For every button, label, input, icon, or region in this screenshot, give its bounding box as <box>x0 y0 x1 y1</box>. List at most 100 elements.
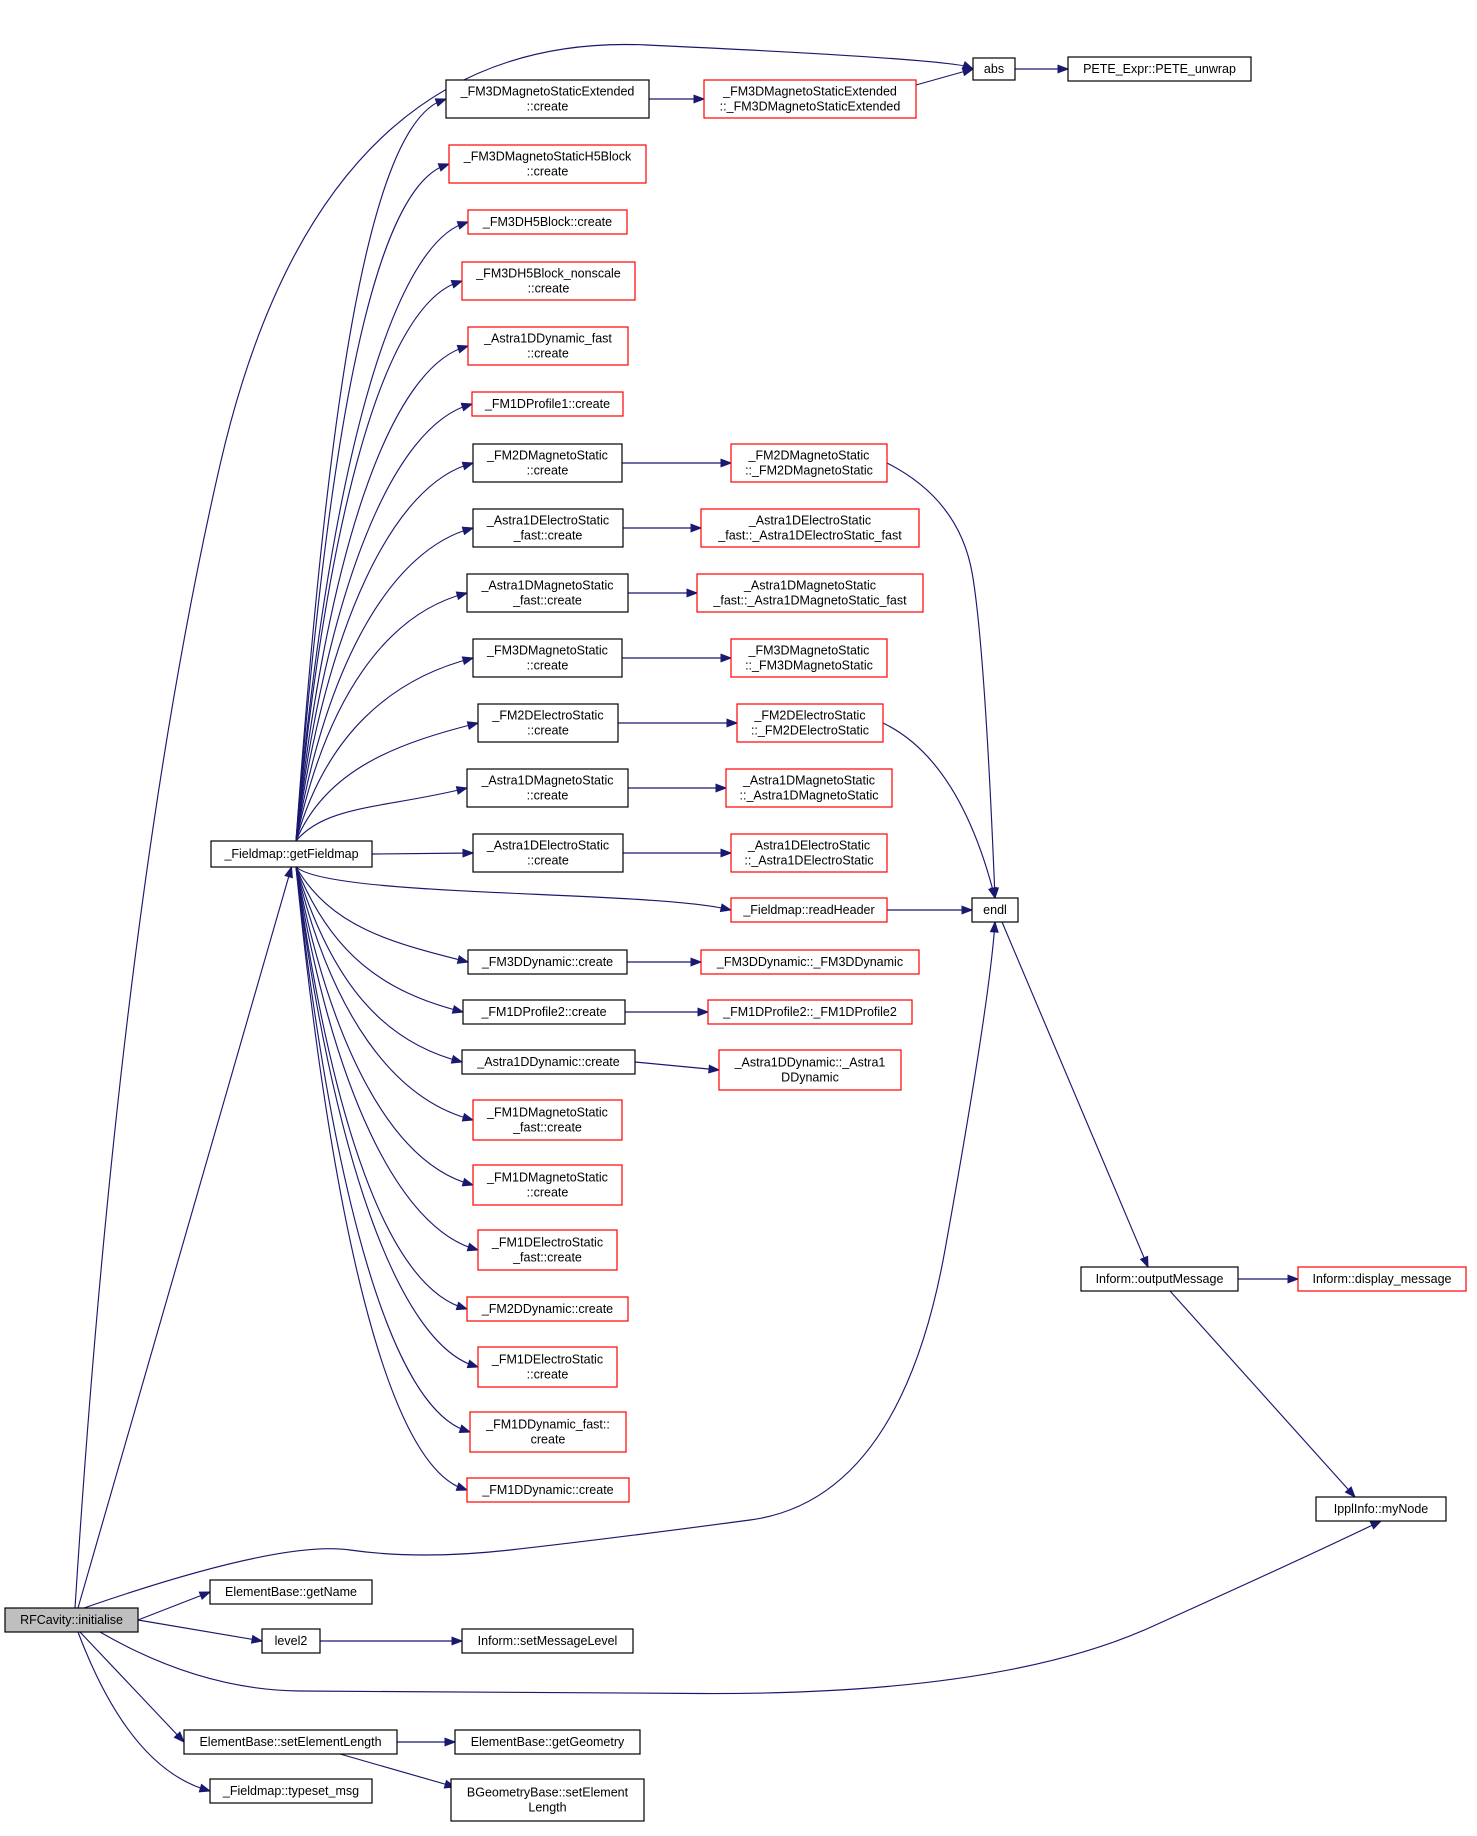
edge-line <box>295 787 468 842</box>
edge-setelemlen-to-getgeom <box>397 1737 457 1747</box>
node-label: ::create <box>527 464 569 478</box>
graph-node-a1desf-create[interactable]: _Astra1DElectroStatic_fast::create <box>472 508 624 548</box>
graph-node-endl[interactable]: endl <box>971 897 1019 923</box>
edge-line <box>77 866 293 1609</box>
node-label: ::create <box>527 1186 569 1200</box>
graph-node-fm2dd[interactable]: _FM2DDynamic::create <box>466 1296 629 1322</box>
graph-node-getname[interactable]: ElementBase::getName <box>209 1579 373 1605</box>
graph-node-setelemlen[interactable]: ElementBase::setElementLength <box>183 1729 398 1755</box>
node-label: PETE_Expr::PETE_unwrap <box>1083 62 1236 76</box>
graph-node-a1dmsf-ctor[interactable]: _Astra1DMagnetoStatic_fast::_Astra1DMagn… <box>696 573 924 613</box>
node-box <box>730 833 888 873</box>
graph-node-fm3dmse-create[interactable]: _FM3DMagnetoStaticExtended::create <box>445 79 650 119</box>
edge-getfieldmap-to-fm1dms <box>295 866 475 1187</box>
node-label: _FM1DMagnetoStatic <box>486 1171 608 1185</box>
graph-node-a1dd-create[interactable]: _Astra1DDynamic::create <box>461 1049 636 1075</box>
graph-node-fm1dms[interactable]: _FM1DMagnetoStatic::create <box>472 1164 623 1206</box>
graph-node-displaymsg[interactable]: Inform::display_message <box>1297 1266 1467 1292</box>
graph-node-fm3dms-create[interactable]: _FM3DMagnetoStatic::create <box>472 638 623 678</box>
graph-node-fm3dmsh5[interactable]: _FM3DMagnetoStaticH5Block::create <box>448 144 647 184</box>
graph-node-fm1des[interactable]: _FM1DElectroStatic::create <box>477 1346 618 1388</box>
edge-a1desf_create-to-a1desf_ctor <box>623 523 703 533</box>
graph-node-fm3dh5[interactable]: _FM3DH5Block::create <box>467 209 628 235</box>
graph-node-fm2des-create[interactable]: _FM2DElectroStatic::create <box>477 703 619 743</box>
edge-fm3dmse_ctor-to-abs <box>915 67 975 86</box>
edge-line <box>295 280 463 842</box>
graph-node-fm3dms-ctor[interactable]: _FM3DMagnetoStatic::_FM3DMagnetoStatic <box>730 638 888 678</box>
arrowhead <box>1287 1274 1300 1284</box>
arrowhead <box>456 221 470 230</box>
graph-node-fm1dp1[interactable]: _FM1DProfile1::create <box>471 391 624 417</box>
node-box <box>472 638 623 678</box>
graph-node-fm3dd-ctor[interactable]: _FM3DDynamic::_FM3DDynamic <box>700 949 920 975</box>
graph-node-mynode[interactable]: IpplInfo::myNode <box>1315 1496 1447 1522</box>
graph-node-a1dd-ctor[interactable]: _Astra1DDynamic::_Astra1DDynamic <box>718 1049 902 1091</box>
graph-node-a1des-create[interactable]: _Astra1DElectroStatic::create <box>472 833 624 873</box>
node-box <box>461 1628 634 1654</box>
edge-a1dms_create-to-a1dms_ctor <box>628 783 728 793</box>
node-label: _FM2DDynamic::create <box>481 1302 613 1316</box>
graph-node-a1desf-ctor[interactable]: _Astra1DElectroStatic_fast::_Astra1DElec… <box>700 508 920 548</box>
graph-node-abs[interactable]: abs <box>972 57 1016 81</box>
arrowhead <box>451 1004 465 1014</box>
graph-node-fm2dms-create[interactable]: _FM2DMagnetoStatic::create <box>472 443 623 483</box>
edge-line <box>99 1520 1382 1695</box>
graph-node-typeset[interactable]: _Fieldmap::typeset_msg <box>209 1778 373 1804</box>
graph-node-fm1dp2-create[interactable]: _FM1DProfile2::create <box>462 999 626 1025</box>
edge-fm1dp2_create-to-fm1dp2_ctor <box>625 1007 710 1017</box>
node-label: BGeometryBase::setElement <box>467 1786 629 1800</box>
graph-node-a1des-ctor[interactable]: _Astra1DElectroStatic::_Astra1DElectroSt… <box>730 833 888 873</box>
edge-line <box>295 866 471 1433</box>
graph-node-fm1dmsf[interactable]: _FM1DMagnetoStatic_fast::create <box>472 1099 623 1141</box>
graph-node-readheader[interactable]: _Fieldmap::readHeader <box>730 897 888 923</box>
node-label: _Astra1DDynamic::_Astra1 <box>734 1056 886 1070</box>
arrowhead <box>456 344 470 354</box>
graph-node-fm1desf[interactable]: _FM1DElectroStatic_fast::create <box>477 1229 618 1271</box>
node-label: _FM2DMagnetoStatic <box>748 449 870 463</box>
graph-node-fm3dd-create[interactable]: _FM3DDynamic::create <box>467 949 628 975</box>
node-box <box>730 638 888 678</box>
node-label: _fast::_Astra1DMagnetoStatic_fast <box>712 594 907 608</box>
graph-node-pete[interactable]: PETE_Expr::PETE_unwrap <box>1067 56 1252 82</box>
graph-node-astra1ddf[interactable]: _Astra1DDynamic_fast::create <box>467 326 629 366</box>
graph-node-fm2dms-ctor[interactable]: _FM2DMagnetoStatic::_FM2DMagnetoStatic <box>730 443 888 483</box>
node-label: create <box>531 1433 566 1447</box>
graph-node-fm3dh5ns[interactable]: _FM3DH5Block_nonscale::create <box>461 261 636 301</box>
arrowhead <box>461 526 475 536</box>
arrowhead <box>284 865 293 879</box>
graph-node-getfieldmap[interactable]: _Fieldmap::getFieldmap <box>210 840 373 868</box>
graph-node-fm1ddf[interactable]: _FM1DDynamic_fast::create <box>469 1411 627 1453</box>
edge-outputmsg-to-displaymsg <box>1238 1274 1300 1284</box>
graph-node-fm1dd[interactable]: _FM1DDynamic::create <box>466 1477 630 1503</box>
arrowhead <box>455 1301 469 1311</box>
node-box <box>209 1778 373 1804</box>
arrowhead <box>697 1007 710 1017</box>
graph-node-bgeomsetlen[interactable]: BGeometryBase::setElementLength <box>450 1778 645 1822</box>
edge-level2-to-setmsglevel <box>320 1636 464 1646</box>
graph-node-outputmsg[interactable]: Inform::outputMessage <box>1080 1266 1239 1292</box>
edge-root-to-mynode <box>99 1520 1383 1695</box>
graph-node-fm1dp2-ctor[interactable]: _FM1DProfile2::_FM1DProfile2 <box>707 999 913 1025</box>
node-label: _Astra1DElectroStatic <box>747 839 870 853</box>
arrowhead <box>708 1064 721 1074</box>
arrowhead <box>726 718 739 728</box>
node-box <box>718 1049 902 1091</box>
node-box <box>261 1628 321 1654</box>
graph-node-a1dms-ctor[interactable]: _Astra1DMagnetoStatic::_Astra1DMagnetoSt… <box>725 768 893 808</box>
graph-node-getgeom[interactable]: ElementBase::getGeometry <box>454 1729 641 1755</box>
graph-node-setmsglevel[interactable]: Inform::setMessageLevel <box>461 1628 634 1654</box>
graph-node-a1dms-create[interactable]: _Astra1DMagnetoStatic::create <box>466 768 629 808</box>
arrowhead <box>456 955 470 964</box>
graph-node-fm3dmse-ctor[interactable]: _FM3DMagnetoStaticExtended::_FM3DMagneto… <box>703 79 917 119</box>
edge-line <box>137 1619 263 1642</box>
node-box <box>472 833 624 873</box>
graph-node-fm2des-ctor[interactable]: _FM2DElectroStatic::_FM2DElectroStatic <box>736 703 884 743</box>
arrowhead <box>460 402 474 412</box>
arrowhead <box>961 67 975 77</box>
graph-node-level2[interactable]: level2 <box>261 1628 321 1654</box>
arrowhead <box>461 1177 475 1187</box>
graph-node-root[interactable]: RFCavity::initialise <box>4 1607 139 1633</box>
node-box <box>461 1049 636 1075</box>
edge-getfieldmap-to-fm1ddf <box>295 866 472 1433</box>
graph-node-a1dmsf-create[interactable]: _Astra1DMagnetoStatic_fast::create <box>466 573 629 613</box>
